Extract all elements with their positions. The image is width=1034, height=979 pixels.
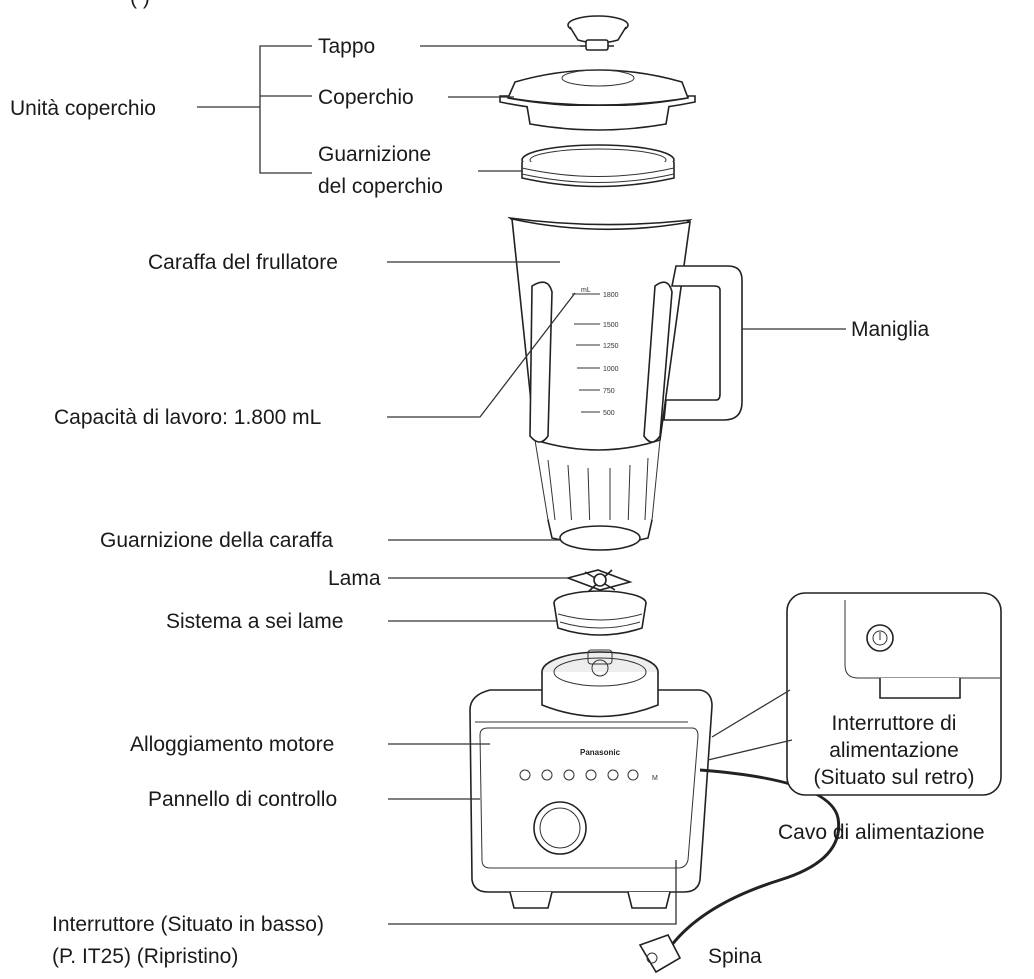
blender-jar-part: mL 1800 1500 1250 1000 750 500 [507,216,743,545]
label-caraffa: Caraffa del frullatore [148,251,338,274]
label-capacita: Capacità di lavoro: 1.800 mL [54,406,321,429]
cap-part [567,15,629,51]
panel-mode-m: M [652,775,658,782]
six-blade-assembly-part [553,590,647,636]
brand-name: Panasonic [580,748,621,757]
label-unita-coperchio: Unità coperchio [10,97,156,120]
label-interruttore-basso-2: (P. IT25) (Ripristino) [52,945,238,968]
label-interruttore-alim-3: (Situato sul retro) [813,766,974,789]
label-maniglia: Maniglia [851,318,930,341]
label-guarnizione-coperchio-1: Guarnizione [318,143,431,166]
scale-unit: mL [581,287,591,294]
label-alloggiamento: Alloggiamento motore [130,733,334,756]
lid-gasket-part [521,144,675,188]
power-switch-detail [844,600,1000,699]
label-spina: Spina [708,945,762,968]
scale-mark-750: 750 [603,388,615,395]
scale-mark-500: 500 [603,410,615,417]
label-guarnizione-caraffa: Guarnizione della caraffa [100,529,333,552]
motor-base-part: Panasonic M [469,649,713,909]
label-interruttore-alim-2: alimentazione [829,739,959,762]
scale-mark-1000: 1000 [603,366,619,373]
label-cavo: Cavo di alimentazione [778,821,985,844]
scale-mark-1250: 1250 [603,343,619,350]
top-clipped-label: ( ) [130,0,150,9]
blade-part [565,569,633,593]
label-lama: Lama [328,567,381,590]
label-pannello: Pannello di controllo [148,788,337,811]
leader-lines [197,45,846,925]
lid-part [499,69,696,131]
jar-gasket-part [559,525,641,551]
label-interruttore-basso-1: Interruttore (Situato in basso) [52,913,324,936]
label-coperchio: Coperchio [318,86,414,109]
label-interruttore-alim-1: Interruttore di [832,712,957,735]
label-guarnizione-coperchio-2: del coperchio [318,175,443,198]
label-tappo: Tappo [318,35,375,58]
scale-mark-1500: 1500 [603,322,619,329]
label-sistema-lame: Sistema a sei lame [166,610,343,633]
scale-mark-1800: 1800 [603,292,619,299]
